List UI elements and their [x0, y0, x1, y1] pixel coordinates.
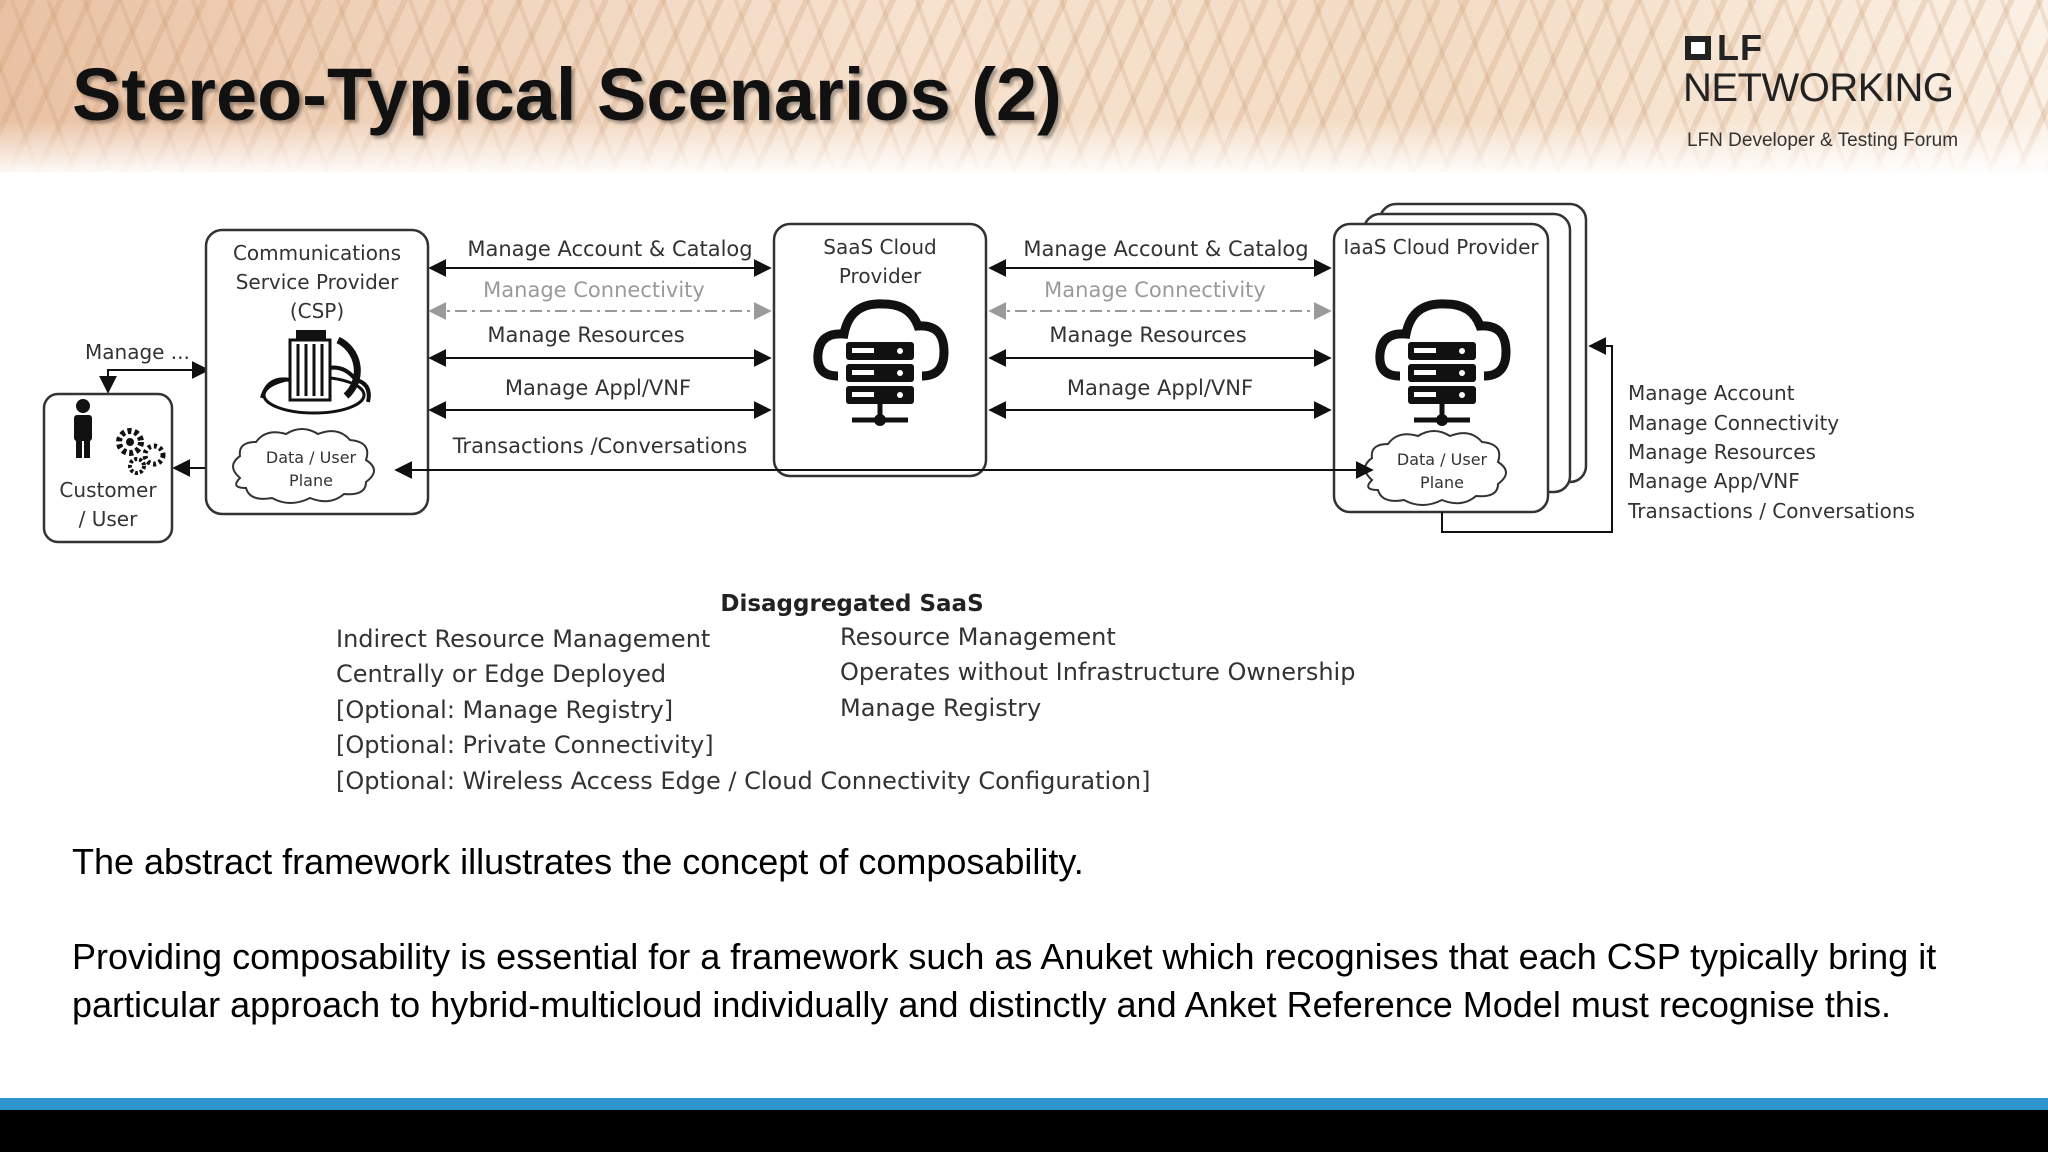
- left-list-item-3: [Optional: Manage Registry]: [336, 696, 673, 724]
- csp-label-line2: Service Provider: [236, 270, 399, 294]
- lf-logo-mark-icon: [1685, 36, 1711, 60]
- right-list-item-3: Manage Registry: [840, 694, 1041, 722]
- iaas-data-plane-cloud-icon: [1364, 430, 1507, 506]
- iaas-feedback-arrow: [1441, 337, 1613, 533]
- csp-data-plane-line2: Plane: [289, 471, 333, 490]
- right-list-item-1: Resource Management: [840, 623, 1116, 651]
- body-paragraph-2: Providing composability is essential for…: [72, 936, 1937, 1025]
- csp-label-line1: Communications: [233, 241, 401, 265]
- iaas-label: IaaS Cloud Provider: [1343, 235, 1539, 259]
- customer-label-line2: / User: [79, 507, 138, 531]
- transactions-label: Transactions /Conversations: [452, 434, 748, 458]
- body-paragraph-1: The abstract framework illustrates the c…: [72, 841, 1084, 882]
- csp-label-line3: (CSP): [290, 299, 344, 323]
- left-list-item-4: [Optional: Private Connectivity]: [336, 731, 714, 759]
- slide-title: Stereo-Typical Scenarios (2): [72, 53, 1062, 136]
- saas-label-line1: SaaS Cloud: [823, 235, 936, 259]
- left-link-label-appl: Manage Appl/VNF: [505, 376, 691, 400]
- header-banner: [0, 0, 2048, 172]
- cloud-server-icon: [813, 299, 949, 426]
- saas-label-line2: Provider: [839, 264, 922, 288]
- iaas-data-plane-line2: Plane: [1420, 473, 1464, 492]
- right-list-item-2: Operates without Infrastructure Ownershi…: [840, 658, 1355, 686]
- iaas-side-item-2: Manage Connectivity: [1628, 411, 1839, 435]
- iaas-data-plane-line1: Data / User: [1397, 450, 1488, 469]
- left-link-label-resources: Manage Resources: [487, 323, 684, 347]
- left-list-item-1: Indirect Resource Management: [336, 625, 710, 653]
- iaas-side-item-3: Manage Resources: [1628, 440, 1816, 464]
- iaas-side-item-5: Transactions / Conversations: [1627, 499, 1915, 523]
- iaas-side-item-4: Manage App/VNF: [1628, 469, 1800, 493]
- footer-bar: [0, 1110, 2048, 1152]
- gears-icon: [116, 428, 166, 475]
- person-icon: [74, 399, 92, 458]
- manage-ellipsis-label: Manage ...: [85, 340, 190, 364]
- manage-ellipsis-arrow: [99, 361, 210, 394]
- datacenter-icon: [260, 330, 371, 415]
- csp-data-plane-line1: Data / User: [266, 448, 357, 467]
- iaas-side-item-1: Manage Account: [1628, 381, 1795, 405]
- csp-data-plane-cloud-icon: [232, 428, 375, 504]
- left-list-item-5: [Optional: Wireless Access Edge / Cloud …: [336, 767, 1150, 795]
- customer-label-line1: Customer: [59, 478, 157, 502]
- iaas-node: IaaS Cloud Provider Data / User Plane: [1332, 202, 1588, 514]
- logo-lf-text: LF: [1717, 27, 1763, 68]
- footer-accent-bar: [0, 1098, 2048, 1110]
- saas-node: SaaS Cloud Provider: [772, 222, 988, 478]
- iaas-cloud-server-icon: [1375, 299, 1511, 426]
- architecture-diagram: Customer / User Manage ... Communication…: [42, 202, 1915, 795]
- diagram-caption: Disaggregated SaaS: [720, 591, 983, 617]
- right-link-label-connectivity: Manage Connectivity: [1044, 278, 1266, 302]
- right-link-label-resources: Manage Resources: [1049, 323, 1246, 347]
- left-link-label-account: Manage Account & Catalog: [467, 237, 752, 261]
- lf-networking-logo: LF NETWORKING LFN Developer & Testing Fo…: [1683, 26, 1983, 156]
- customer-node: Customer / User: [42, 392, 174, 544]
- left-list-item-2: Centrally or Edge Deployed: [336, 660, 666, 688]
- csp-node: Communications Service Provider (CSP) Da…: [204, 228, 430, 516]
- right-link-label-appl: Manage Appl/VNF: [1067, 376, 1253, 400]
- logo-tagline: LFN Developer & Testing Forum: [1687, 130, 1959, 151]
- right-link-label-account: Manage Account & Catalog: [1023, 237, 1308, 261]
- logo-networking-text: NETWORKING: [1683, 66, 1954, 110]
- left-link-label-connectivity: Manage Connectivity: [483, 278, 705, 302]
